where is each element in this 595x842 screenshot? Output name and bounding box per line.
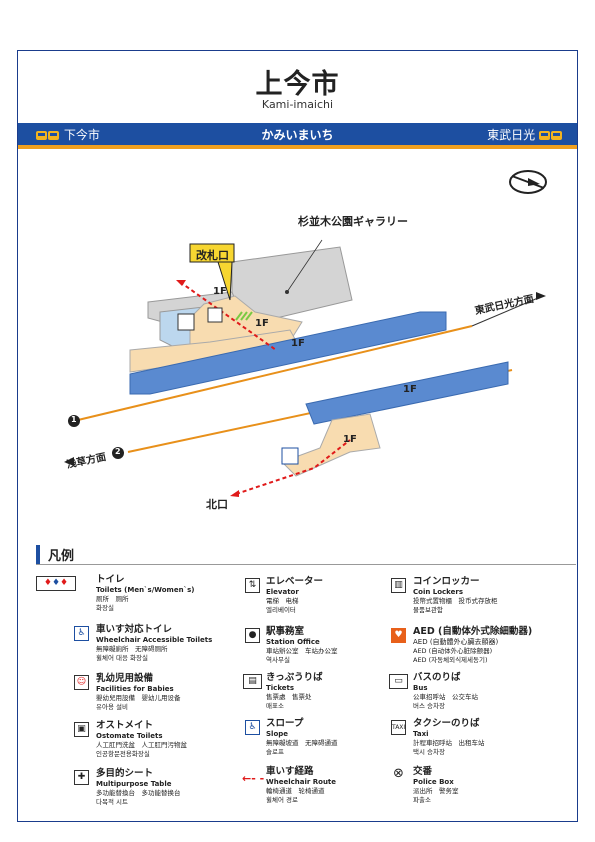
track-1-number: 1 xyxy=(71,415,77,424)
multipurpose-table-icon: ✚ xyxy=(74,770,89,785)
ostomate-icon: ▣ xyxy=(74,722,89,737)
station-name-en: Kami-imaichi xyxy=(261,98,334,111)
track-1 xyxy=(77,325,473,421)
baby-icon: ☺ xyxy=(74,675,89,690)
legend-item-aed: AED (自動体外式除細動器)AED (自動體外心臟去顫器)AED (自动体外心… xyxy=(413,626,533,664)
ticket-icon: ▤ xyxy=(243,674,262,689)
floor-label: 1F xyxy=(343,434,357,445)
slope-icon: ♿ xyxy=(245,720,260,735)
station-kana: かみいまいち xyxy=(261,128,334,142)
floor-label: 1F xyxy=(255,318,269,329)
train-icon xyxy=(551,131,562,140)
map-frame xyxy=(17,50,578,822)
legend-divider xyxy=(36,564,576,565)
station-name-ja: 上今市 xyxy=(255,69,340,100)
station-map xyxy=(64,170,547,497)
elevator-icon: ⇅ xyxy=(245,578,260,593)
wheelchair-icon xyxy=(281,447,299,465)
platform-2 xyxy=(305,361,509,425)
toilet-icon: ♦♦♦ xyxy=(36,576,76,591)
aed-icon: ♥ xyxy=(391,628,406,643)
floor-label: 1F xyxy=(213,286,227,297)
gate-label: 改札口 xyxy=(196,249,229,262)
floor-label: 1F xyxy=(403,384,417,395)
wheelchair-route xyxy=(235,439,351,495)
line-bar-accent xyxy=(18,145,577,149)
slope-path xyxy=(281,413,381,477)
police-box-icon: ⊗ xyxy=(393,766,404,781)
wheelchair-route-icon: ←‐ ‐ xyxy=(242,772,265,785)
taxi-icon: TAXI xyxy=(391,720,406,735)
coin-locker-icon: ▥ xyxy=(391,578,406,593)
gallery-label: 杉並木公園ギャラリー xyxy=(298,215,408,228)
train-icon xyxy=(48,131,59,140)
station-office-icon xyxy=(207,307,223,323)
track-2-number: 2 xyxy=(115,447,121,456)
wheelchair-route xyxy=(179,281,277,351)
platform-1 xyxy=(129,311,447,395)
ticket-gate-icon xyxy=(235,311,253,321)
next-station[interactable]: 東武日光 xyxy=(487,126,563,143)
line-bar: 下今市 かみいまいち 東武日光 xyxy=(18,123,577,145)
station-office-icon: ● xyxy=(245,628,260,643)
wheelchair-icon: ♿ xyxy=(74,626,89,641)
toilet-icon xyxy=(177,313,195,331)
train-icon xyxy=(36,131,47,140)
prev-station[interactable]: 下今市 xyxy=(36,126,100,143)
gate-label-box xyxy=(189,243,235,263)
bus-icon: ▭ xyxy=(389,674,408,689)
floor-label: 1F xyxy=(291,338,305,349)
compass-icon xyxy=(509,170,547,194)
train-icon xyxy=(539,131,550,140)
legend-title: 凡例 xyxy=(36,545,74,564)
north-exit-label: 北口 xyxy=(206,498,228,511)
